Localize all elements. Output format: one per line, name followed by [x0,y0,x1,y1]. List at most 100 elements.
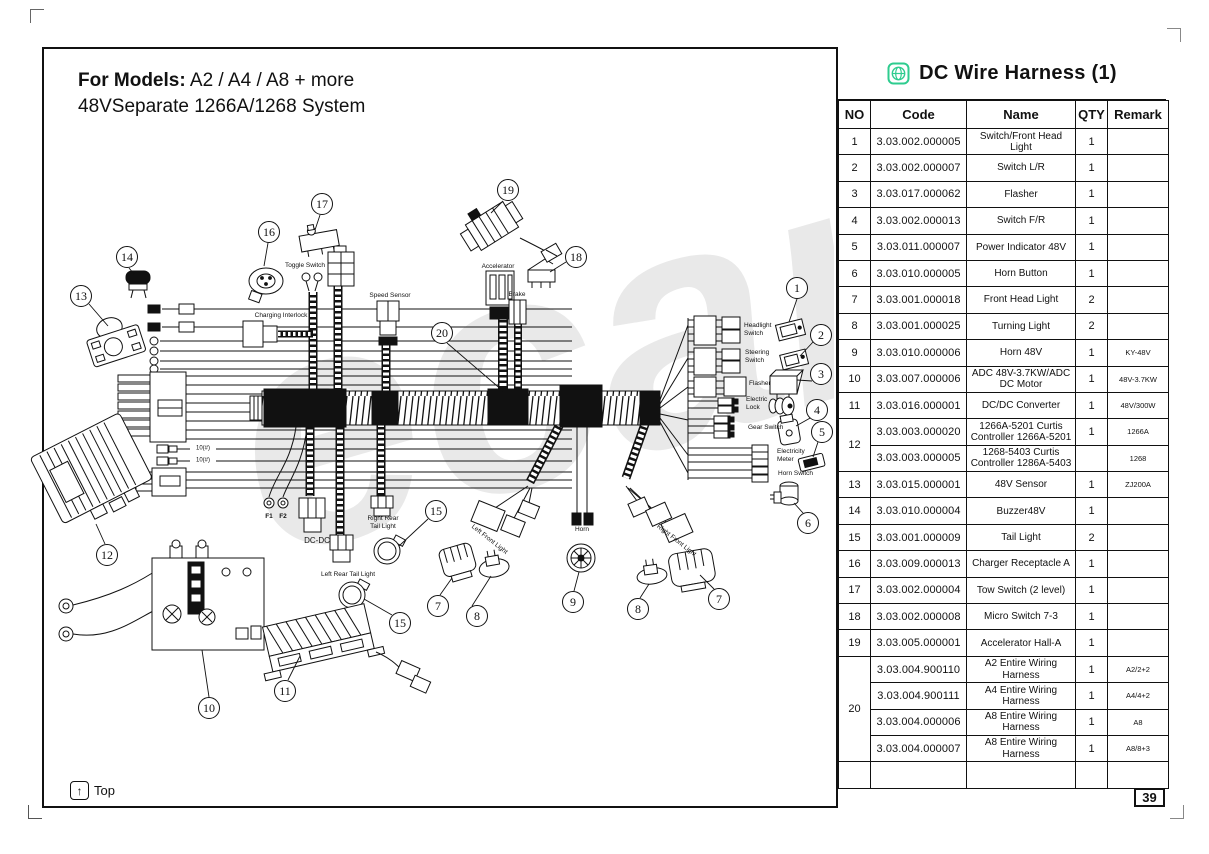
cell-name: A8 Entire Wiring Harness [966,708,1076,736]
cell-name: ADC 48V-3.7KW/ADC DC Motor [966,365,1076,393]
diagram-label: F2 [279,512,287,520]
diagram-label: DC-DC [304,536,330,545]
cell-name: 1266A-5201 Curtis Controller 1266A-5201 [966,418,1076,446]
cell-no: 19 [838,629,871,657]
callout-19: 19 [497,179,519,201]
cell-code: 3.03.017.000062 [870,180,967,209]
cell-remark [1107,259,1169,288]
up-arrow-icon: ↑ [70,781,89,800]
cell-code: 3.03.002.000013 [870,207,967,235]
cell-no: 15 [838,523,871,552]
callout-3: 3 [810,363,832,385]
cell-name: Tail Light [966,523,1076,552]
callout-7: 7 [708,588,730,610]
cell-qty: 1 [1075,603,1108,631]
cell-remark [1107,233,1169,261]
cell-remark [1107,629,1169,657]
cell-no: 12 [838,418,871,473]
gear-switch-4 [777,413,801,446]
tail-light-b [338,578,371,609]
table-title-bar: DC Wire Harness (1) [838,47,1166,100]
branch-tubes-up [308,286,522,392]
cell-qty: 1 [1075,259,1108,288]
diagram-title-models-label: For Models: [78,70,186,91]
horn-round-component [566,543,596,573]
cell-no: 2 [838,154,871,182]
cell-no: 18 [838,603,871,631]
horn-component-6 [770,481,799,506]
cell-qty: 1 [1075,576,1108,605]
diagram-subtitle: 48VSeparate 1266A/1268 System [78,96,366,117]
accelerator-hall-19 [459,200,563,263]
right-front-light-cluster [625,485,694,544]
cell-remark: A2/2+2 [1107,655,1169,684]
cell-code: 3.03.002.000008 [870,603,967,631]
cell-remark [1107,127,1169,156]
cell-qty [1075,761,1108,789]
registration-mark [1170,805,1184,819]
callout-1: 1 [786,277,808,299]
cell-qty: 1 [1075,682,1108,710]
cell-no: 20 [838,655,871,763]
cell-qty: 1 [1075,734,1108,763]
diagram-label: 10(#) [195,457,211,464]
cell-remark: 1268 [1107,444,1169,473]
cell-code: 3.03.002.000007 [870,154,967,182]
cell-code: 3.03.002.000004 [870,576,967,605]
cell-no: 16 [838,550,871,578]
cell-code: 3.03.001.000018 [870,286,967,314]
cell-qty: 1 [1075,207,1108,235]
cell-qty: 1 [1075,418,1108,446]
diagram-label: Horn [574,525,590,533]
callout-6: 6 [797,512,819,534]
callout-5: 5 [811,421,833,443]
cell-remark [1107,576,1169,605]
diagram-label: Accelerator [481,262,515,270]
cell-no: 14 [838,497,871,525]
cell-code: 3.03.009.000013 [870,550,967,578]
cell-remark: ZJ200A [1107,471,1169,499]
headlight-connector-mid [438,542,477,583]
diagram-title-models: A2 / A4 / A8 + more [185,70,355,91]
callout-12: 12 [96,544,118,566]
cell-name: A2 Entire Wiring Harness [966,655,1076,684]
cell-no [838,761,871,789]
cell-qty: 1 [1075,550,1108,578]
tail-light-a [373,534,407,565]
diagram-title: For Models: A2 / A4 / A8 + more 48VSepar… [78,68,365,120]
cell-qty: 1 [1075,629,1108,657]
left-front-light-cluster [470,485,541,538]
col-header-qty: QTY [1075,100,1108,129]
micro-switch-18 [527,258,556,288]
cell-remark [1107,312,1169,341]
globe-icon [887,62,910,84]
turning-light-connector-right [636,558,668,585]
cell-code: 3.03.001.000025 [870,312,967,341]
cell-remark [1107,180,1169,209]
cell-name: A4 Entire Wiring Harness [966,682,1076,710]
cell-qty: 1 [1075,127,1108,156]
cell-no: 13 [838,471,871,499]
cell-code: 3.03.004.000007 [870,734,967,763]
cell-remark [1107,207,1169,235]
cell-code: 3.03.001.000009 [870,523,967,552]
parts-table-panel: DC Wire Harness (1) NO Code Name QTY Rem… [836,47,1169,808]
cell-no: 9 [838,339,871,367]
cell-name: Charger Receptacle A [966,550,1076,578]
callout-10: 10 [198,697,220,719]
callout-4: 4 [806,399,828,421]
cell-remark [1107,603,1169,631]
cell-remark [1107,523,1169,552]
diagram-label: Gear Switch [748,423,784,431]
speed-sensor-connector [376,300,400,346]
cell-name: Switch/Front Head Light [966,127,1076,156]
callout-17: 17 [311,193,333,215]
